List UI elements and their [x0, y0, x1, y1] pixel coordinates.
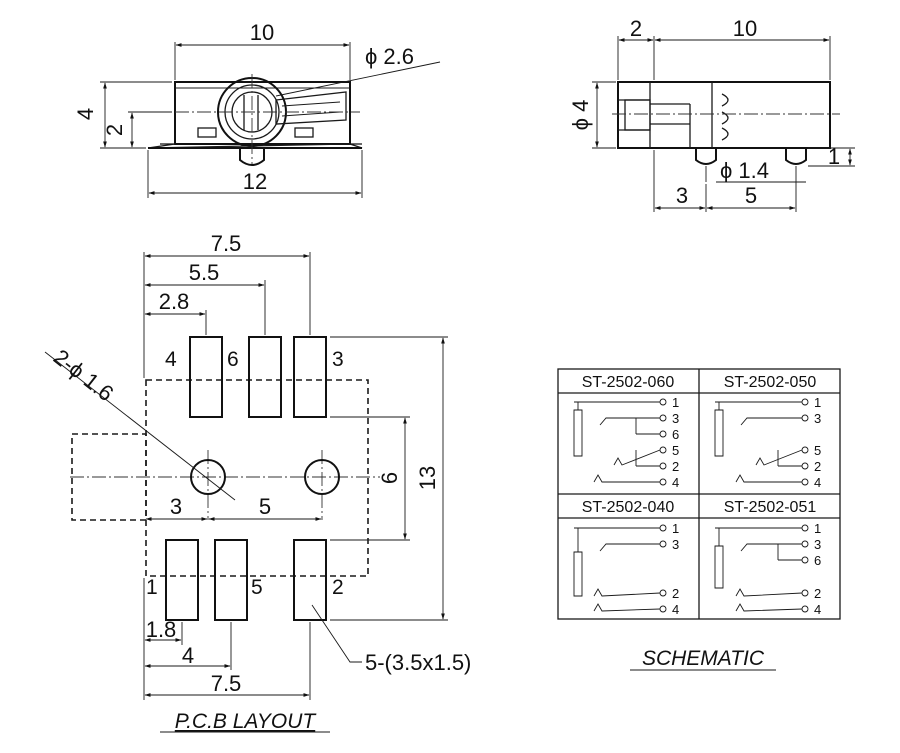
- side-pin-dia-dim: ϕ 1.4: [720, 158, 769, 183]
- schematic-pin: 4: [672, 602, 679, 617]
- pcb-bottom-dim: 7.5: [211, 671, 242, 696]
- schematic-title: SCHEMATIC: [642, 647, 765, 670]
- schematic-pin: 2: [814, 459, 821, 474]
- schematic-pin: 2: [814, 586, 821, 601]
- schematic-cell: 1 3 6 5 2 4: [573, 395, 679, 490]
- schematic-pin: 3: [672, 411, 679, 426]
- schematic-pin: 2: [672, 459, 679, 474]
- pcb-overall-height-dim: 13: [415, 466, 440, 490]
- pcb-hole-right-dim: 5: [259, 494, 271, 519]
- side-pin-pitch-dim: 5: [745, 183, 757, 208]
- pin-label: 3: [332, 348, 344, 371]
- schematic-cell: 1 3 2 4: [573, 521, 679, 617]
- schematic-pin: 1: [814, 521, 821, 536]
- side-pin-height-dim: 1: [828, 144, 840, 169]
- front-hole-dim: ϕ 2.6: [365, 44, 414, 69]
- pad: [189, 336, 223, 418]
- side-length-dim: 10: [733, 16, 757, 41]
- pad: [165, 539, 199, 621]
- front-width-dim: 10: [250, 20, 274, 45]
- pin-label: 4: [165, 348, 177, 371]
- pad-callout: 5-(3.5x1.5): [365, 650, 471, 675]
- pcb-top-dim: 2.8: [159, 289, 190, 314]
- pin-label: 6: [227, 348, 239, 371]
- pcb-hole-left-dim: 3: [170, 494, 182, 519]
- schematic-model: ST-2502-040: [582, 499, 675, 516]
- schematic-pin: 5: [814, 443, 821, 458]
- schematic-pin: 1: [814, 395, 821, 410]
- pcb-layout-title: P.C.B LAYOUT: [175, 710, 318, 733]
- mounting-hole: [304, 459, 340, 495]
- pcb-row-gap-dim: 6: [377, 472, 402, 484]
- schematic-model: ST-2502-051: [724, 499, 817, 516]
- pcb-bottom-dim: 1.8: [146, 617, 177, 642]
- pcb-hole-dim: 2-ϕ 1.6: [49, 344, 118, 406]
- side-offset-dim: 2: [630, 16, 642, 41]
- schematic-pin: 6: [672, 427, 679, 442]
- schematic-cell: 1 3 6 2 4: [714, 521, 821, 617]
- pad: [248, 336, 282, 418]
- schematic-cell: 1 3 5 2 4: [714, 395, 821, 490]
- schematic-model: ST-2502-050: [724, 374, 817, 391]
- side-view: 2 10 ϕ 4 ϕ 1.4 1 3 5: [568, 16, 855, 212]
- pin-label: 1: [146, 576, 158, 599]
- schematic-pin: 4: [814, 475, 821, 490]
- front-base-dim: 12: [243, 169, 267, 194]
- schematic-pin: 3: [814, 411, 821, 426]
- front-view: 10 ϕ 2.6 4 2 12: [73, 20, 441, 198]
- side-dia-dim: ϕ 4: [568, 100, 593, 131]
- schematic: ST-2502-060 ST-2502-050 ST-2502-040 ST-2…: [557, 368, 841, 671]
- pad: [214, 539, 248, 621]
- pcb-top-dim: 5.5: [189, 260, 220, 285]
- front-height-dim: 4: [73, 108, 98, 120]
- schematic-pin: 6: [814, 553, 821, 568]
- pcb-layout: 4 6 3 1 5 2 7.5 5.5 2.8 2-ϕ 1.6 3 5 6 13: [44, 231, 471, 733]
- pad: [293, 336, 327, 418]
- front-center-dim: 2: [102, 124, 127, 136]
- schematic-pin: 1: [672, 395, 679, 410]
- pad: [293, 539, 327, 621]
- pcb-bottom-dim: 4: [182, 643, 194, 668]
- schematic-pin: 4: [672, 475, 679, 490]
- schematic-model: ST-2502-060: [582, 374, 675, 391]
- schematic-pin: 5: [672, 443, 679, 458]
- schematic-pin: 1: [672, 521, 679, 536]
- pin-label: 2: [332, 576, 344, 599]
- schematic-pin: 2: [672, 586, 679, 601]
- mounting-hole: [190, 459, 226, 495]
- schematic-pin: 3: [672, 537, 679, 552]
- schematic-pin: 4: [814, 602, 821, 617]
- schematic-pin: 3: [814, 537, 821, 552]
- pin-label: 5: [251, 576, 263, 599]
- pcb-top-dim: 7.5: [211, 231, 242, 256]
- side-pin-offset-dim: 3: [676, 183, 688, 208]
